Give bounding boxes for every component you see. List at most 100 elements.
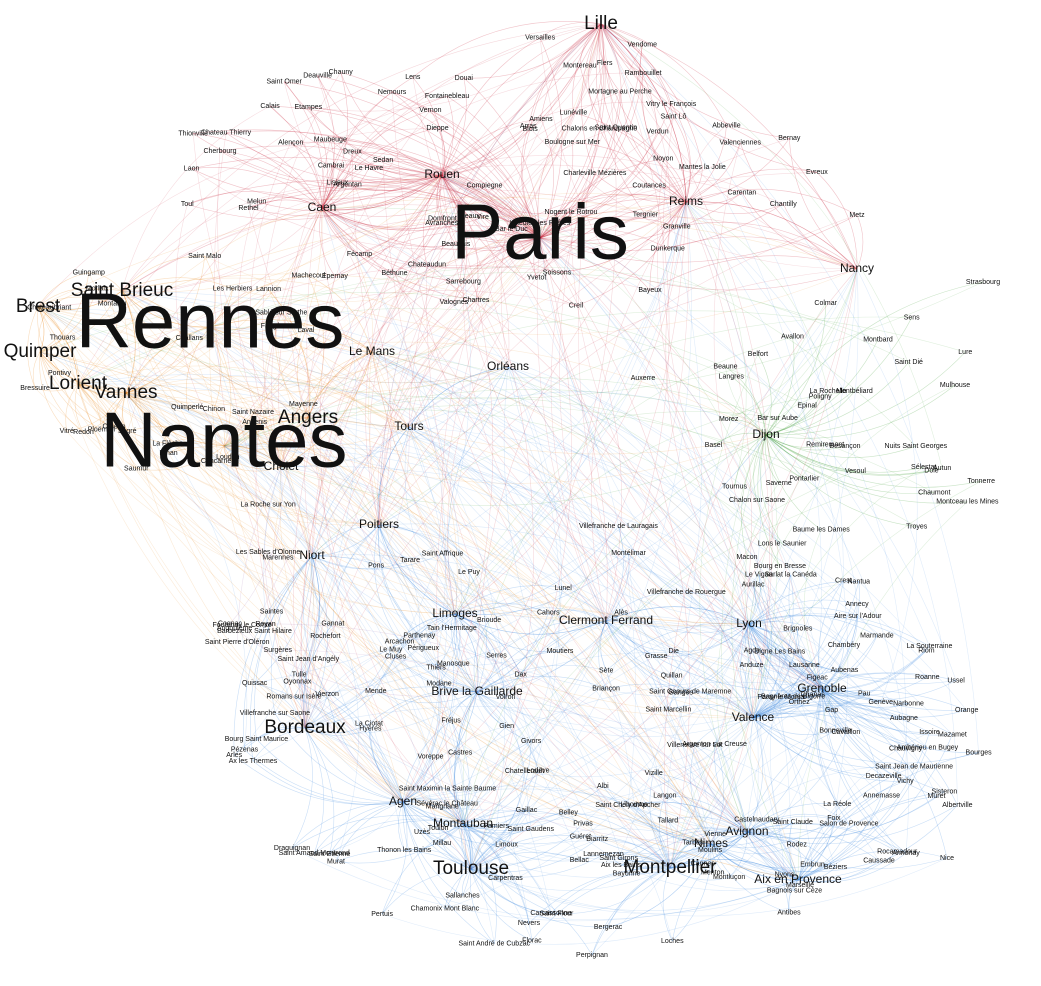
graph-edge (280, 351, 373, 468)
city-label-langres: Langres (719, 373, 745, 380)
city-label-parthenay: Parthenay (403, 633, 435, 640)
graph-edge (402, 801, 527, 821)
graph-edge (797, 795, 882, 881)
graph-edge (744, 483, 780, 625)
graph-edge (600, 23, 817, 173)
graph-edge (470, 868, 530, 924)
city-label-dax: Dax (514, 671, 527, 678)
graph-edge (125, 207, 323, 394)
graph-edge (311, 524, 380, 557)
graph-edge (821, 646, 930, 690)
graph-edge (454, 613, 497, 656)
graph-edge (524, 717, 754, 778)
graph-edge (816, 677, 823, 690)
city-label-argenton-sur-creuse: Argenton sur Creuse (682, 741, 747, 748)
graph-edge (408, 426, 750, 625)
graph-edge (125, 392, 754, 719)
graph-edge (378, 23, 602, 526)
city-label-millau: Millau (433, 840, 451, 847)
graph-edge (121, 290, 627, 874)
graph-edge (321, 207, 541, 250)
city-label-rouen: Rouen (424, 167, 459, 181)
graph-edge (463, 77, 541, 239)
graph-edge (267, 552, 404, 803)
graph-edge (462, 823, 580, 862)
city-label-chatellerault: Chatellerault (505, 768, 544, 775)
city-label-saint-marcellin: Saint Marcellin (645, 707, 691, 714)
city-label-cahors: Cahors (537, 610, 560, 617)
graph-edge (752, 717, 836, 735)
graph-edge (470, 717, 754, 870)
graph-edge (77, 383, 137, 469)
city-label-cannes: Cannes (691, 860, 716, 867)
graph-edge (539, 203, 784, 251)
graph-edge (125, 392, 607, 622)
graph-edge (476, 612, 622, 693)
city-label-avignon: Avignon (725, 824, 768, 838)
graph-edge (77, 383, 456, 615)
graph-edge (821, 688, 865, 697)
graph-edge (817, 688, 850, 824)
graph-edge (399, 641, 478, 693)
graph-edge (453, 752, 464, 825)
graph-edge (97, 286, 123, 292)
city-label-beauvais: Beauvais (442, 241, 471, 248)
graph-edge (391, 92, 541, 239)
city-label-cluses: Cluses (385, 654, 407, 661)
city-label-manosque: Manosque (437, 661, 470, 668)
city-label-la-roche-sur-yon: La Roche sur Yon (240, 502, 295, 509)
city-label-limoges: Limoges (432, 606, 477, 620)
graph-edge (751, 650, 823, 690)
graph-edge (484, 185, 541, 239)
graph-edge (539, 127, 617, 239)
graph-edge (539, 237, 759, 820)
graph-edge (304, 706, 850, 824)
graph-edge (321, 167, 370, 209)
graph-edge (48, 307, 750, 625)
graph-edge (821, 644, 845, 690)
graph-edge (125, 392, 225, 447)
graph-edge (797, 864, 813, 881)
city-label-abbeville: Abbeville (712, 122, 741, 129)
graph-edge (505, 620, 607, 698)
city-label-laon: Laon (184, 166, 200, 173)
graph-edge (556, 201, 687, 273)
graph-edge (125, 392, 456, 615)
city-label-bressuire: Bressuire (20, 385, 50, 392)
city-label-vitre: Vitré (60, 428, 74, 435)
city-label-laval: Laval (298, 327, 315, 334)
graph-edge (37, 296, 113, 308)
city-label-tain-l-hermitage: Tain l'Hermitage (427, 625, 477, 632)
city-label-gueret: Guéret (570, 833, 591, 840)
graph-edge (752, 467, 924, 719)
graph-edge (784, 874, 799, 881)
graph-edge (321, 207, 373, 353)
city-label-carentan: Carentan (728, 190, 757, 197)
graph-edge (304, 727, 404, 803)
label-layer: StrasbourgMarseilleNicePerpignanCarcasso… (4, 13, 1001, 959)
graph-edge (304, 131, 658, 729)
graph-edge (308, 275, 373, 353)
graph-edge (577, 128, 748, 833)
graph-edge (821, 688, 837, 731)
graph-edge (752, 635, 878, 719)
graph-edge (507, 366, 813, 865)
graph-edge (277, 649, 799, 881)
city-label-coutances: Coutances (632, 182, 666, 189)
graph-edge (462, 434, 767, 825)
graph-edge (748, 614, 878, 636)
graph-edge (748, 623, 805, 666)
graph-edge (39, 351, 712, 845)
graph-edge (731, 434, 799, 881)
graph-edge (797, 804, 958, 881)
graph-edge (692, 829, 748, 843)
graph-edge (454, 613, 490, 622)
graph-edge (603, 843, 712, 862)
graph-edge (856, 214, 864, 270)
graph-edge (378, 524, 456, 615)
city-label-colmar: Colmar (814, 300, 837, 307)
city-label-sable-sur-sarthe: Sablé sur Sarthe (255, 310, 307, 317)
graph-edge (752, 692, 909, 719)
graph-edge (441, 174, 534, 870)
city-label-brignoles: Brignoles (783, 626, 813, 633)
